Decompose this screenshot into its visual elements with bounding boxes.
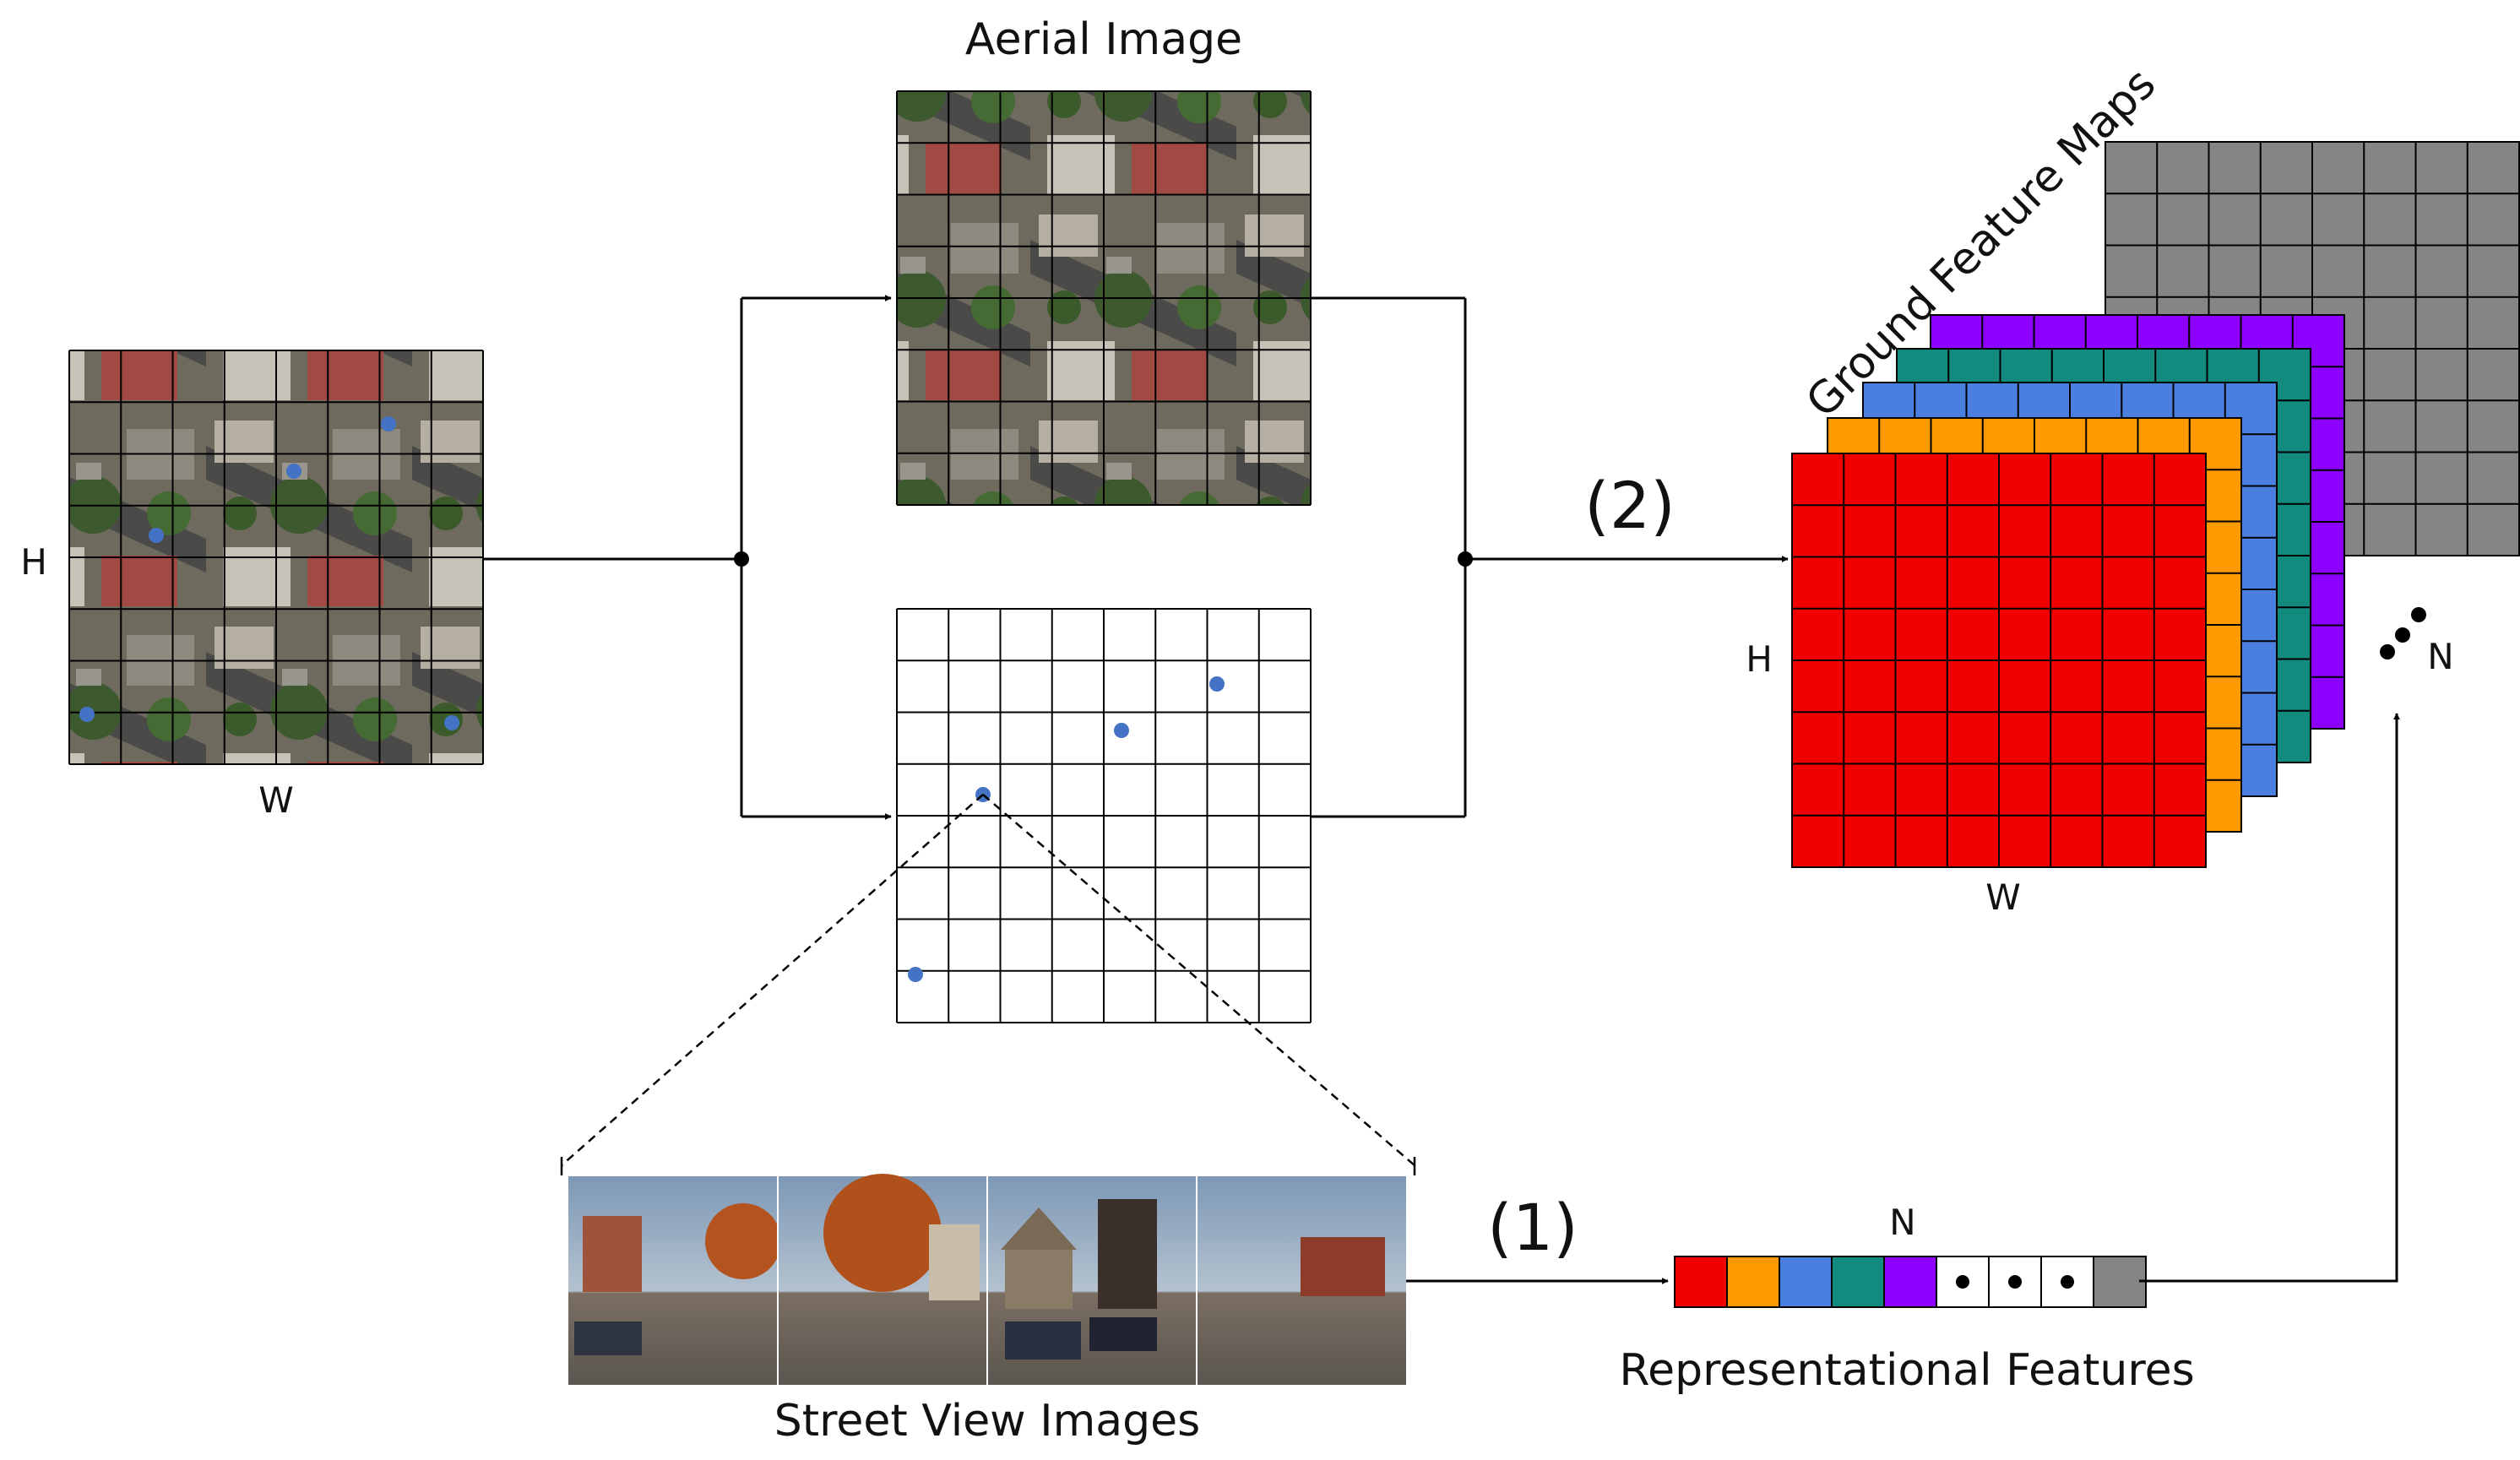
stack-ellipsis-dot [2380, 644, 2395, 659]
location-point [286, 464, 301, 479]
feature-slot [2093, 1256, 2147, 1308]
representational-features-label: Representational Features [1619, 1345, 2194, 1396]
street-view-image [568, 1176, 781, 1385]
merge-connector [1311, 296, 1789, 818]
ground-feature-map-stack [1791, 141, 2520, 868]
feature-lookup-arrow [2139, 713, 2400, 1283]
step-2-label: (2) [1584, 468, 1675, 543]
maps-height-label: H [1746, 638, 1773, 680]
feature-slot [1831, 1256, 1885, 1308]
street-view-images [568, 1174, 1406, 1385]
ellipsis-dot [1956, 1275, 1969, 1289]
stack-ellipsis-dot [2395, 627, 2410, 643]
location-point [381, 416, 396, 431]
location-point [79, 707, 95, 722]
feature-slot [1674, 1256, 1728, 1308]
feature-slot [1726, 1256, 1780, 1308]
feature-map-layer [1791, 453, 2207, 868]
representational-feature-vector [1674, 1256, 2147, 1308]
stack-n-label: N [2427, 636, 2453, 677]
location-point [1114, 723, 1129, 738]
feature-slot [1779, 1256, 1833, 1308]
location-point [444, 715, 459, 730]
aerial-image [896, 90, 1312, 506]
input-aerial-image [68, 350, 484, 765]
location-point [1209, 676, 1225, 692]
stack-ellipsis-dot [2411, 607, 2426, 622]
street-view-image [778, 1174, 987, 1385]
location-point [908, 967, 923, 982]
aerial-grid-lines [896, 90, 1312, 506]
feature-slot [1883, 1256, 1937, 1308]
street-view-image [987, 1176, 1197, 1385]
street-view-images-label: Street View Images [774, 1396, 1200, 1446]
merge-junction [1458, 551, 1473, 567]
maps-width-label: W [1985, 877, 2021, 918]
split-connector [483, 295, 892, 820]
split-junction [734, 551, 749, 567]
aerial-image-title: Aerial Image [965, 14, 1242, 65]
input-height-label: H [20, 541, 47, 583]
input-width-label: W [258, 779, 294, 821]
ellipsis-dot [2008, 1275, 2022, 1289]
street-view-projection [561, 794, 1415, 1166]
street-view-location-grid [896, 608, 1312, 1023]
vector-n-label: N [1889, 1202, 1915, 1243]
step-1-label: (1) [1487, 1190, 1578, 1265]
input-grid-lines [68, 350, 484, 765]
location-point [149, 528, 164, 543]
street-view-image [1197, 1176, 1406, 1385]
ellipsis-dot [2061, 1275, 2074, 1289]
location-grid-lines [896, 608, 1312, 1023]
